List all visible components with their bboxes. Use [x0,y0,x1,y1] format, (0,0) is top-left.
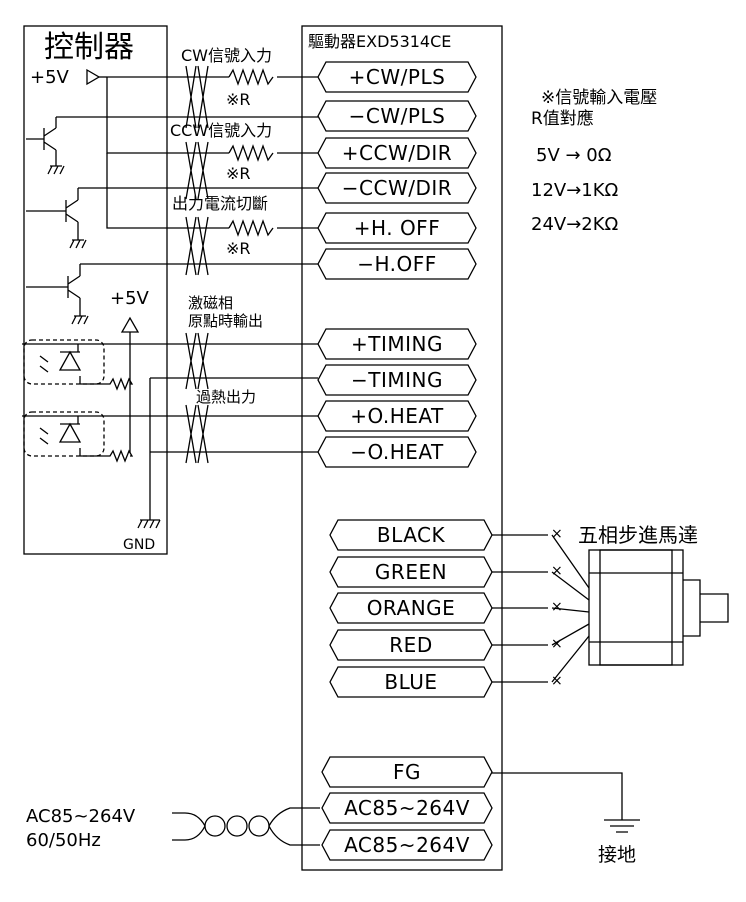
svg-text:×: × [551,563,563,579]
terminal-oheat-minus: −O.HEAT [317,436,477,468]
opto-coupler-1 [23,339,105,385]
resistor-opto-1 [104,377,134,391]
transistor-3 [26,264,89,325]
terminal-oheat-plus: +O.HEAT [317,400,477,432]
transistor-1 [26,117,65,175]
wire-hoff-plus [106,153,318,229]
terminal-ac-1: AC85~264V [321,792,493,824]
ac-frequency-label: 60/50Hz [26,830,101,851]
svg-text:×: × [551,599,563,615]
motor-label: 五相步進馬達 [578,523,698,547]
cw-input-label: CW信號入力 [181,46,272,65]
controller-vcc-mid-label: +5V [110,288,149,309]
vcc-triangle [120,316,140,333]
gnd-label: GND [123,537,156,553]
driver-box [301,25,503,871]
terminal-ac-2: AC85~264V [321,829,493,861]
ac-voltage-label: AC85~264V [26,806,136,827]
motor-body [588,549,684,666]
terminal-hoff-plus: +H. OFF [317,212,477,244]
resistor-hoff [228,219,274,237]
resistor-ccw [228,144,274,162]
terminal-ccw-minus: −CCW/DIR [317,172,477,204]
photodiode-2 [58,416,104,457]
photodiode-1 [58,344,104,385]
terminal-blue: BLUE [329,666,493,698]
note-row-12v: 12V→1KΩ [531,180,619,201]
terminal-ccw-plus: +CCW/DIR [317,137,477,169]
ccw-input-label: CCW信號入力 [170,121,273,140]
gnd-symbol [137,378,161,529]
terminal-red: RED [329,629,493,661]
terminal-black: BLACK [329,519,493,551]
resistor-label: ※R [226,90,251,109]
terminal-cw-minus: −CW/PLS [317,100,477,132]
note-row-24v: 24V→2KΩ [531,214,619,235]
timing-label-1: 激磁相 [188,294,234,312]
terminal-timing-minus: −TIMING [317,364,477,396]
note-row-5v: 5V → 0Ω [536,145,612,166]
resistor-label: ※R [226,164,251,183]
terminal-orange: ORANGE [329,592,493,624]
timing-label-2: 原點時輸出 [188,312,264,330]
terminal-green: GREEN [329,556,493,588]
controller-title: 控制器 [44,30,134,65]
ground-symbol [491,772,640,833]
terminal-fg: FG [321,756,493,788]
svg-text:×: × [551,673,563,689]
note-subtitle: R值對應 [531,109,594,129]
resistor-cw [228,68,274,86]
controller-box [23,25,168,555]
transistor-2 [26,188,87,249]
wire-ccw-plus [106,77,318,154]
ac-lead [172,812,206,841]
note-title: ※信號輸入電壓 [541,88,658,108]
svg-text:×: × [551,636,563,652]
opto-coupler-2 [23,411,105,457]
resistor-opto-2 [104,449,134,463]
overheat-label: 過熱出力 [196,388,257,406]
driver-title: 驅動器EXD5314CE [308,32,452,51]
ground-label: 接地 [598,844,637,866]
svg-text:×: × [551,526,563,542]
current-off-label: 出力電流切斷 [172,194,269,213]
terminal-timing-plus: +TIMING [317,328,477,360]
vcc-arrow [86,68,101,86]
controller-vcc-label: +5V [30,67,69,88]
terminal-cw-plus: +CW/PLS [317,61,477,93]
terminal-hoff-minus: −H.OFF [317,248,477,280]
resistor-label: ※R [226,239,251,258]
